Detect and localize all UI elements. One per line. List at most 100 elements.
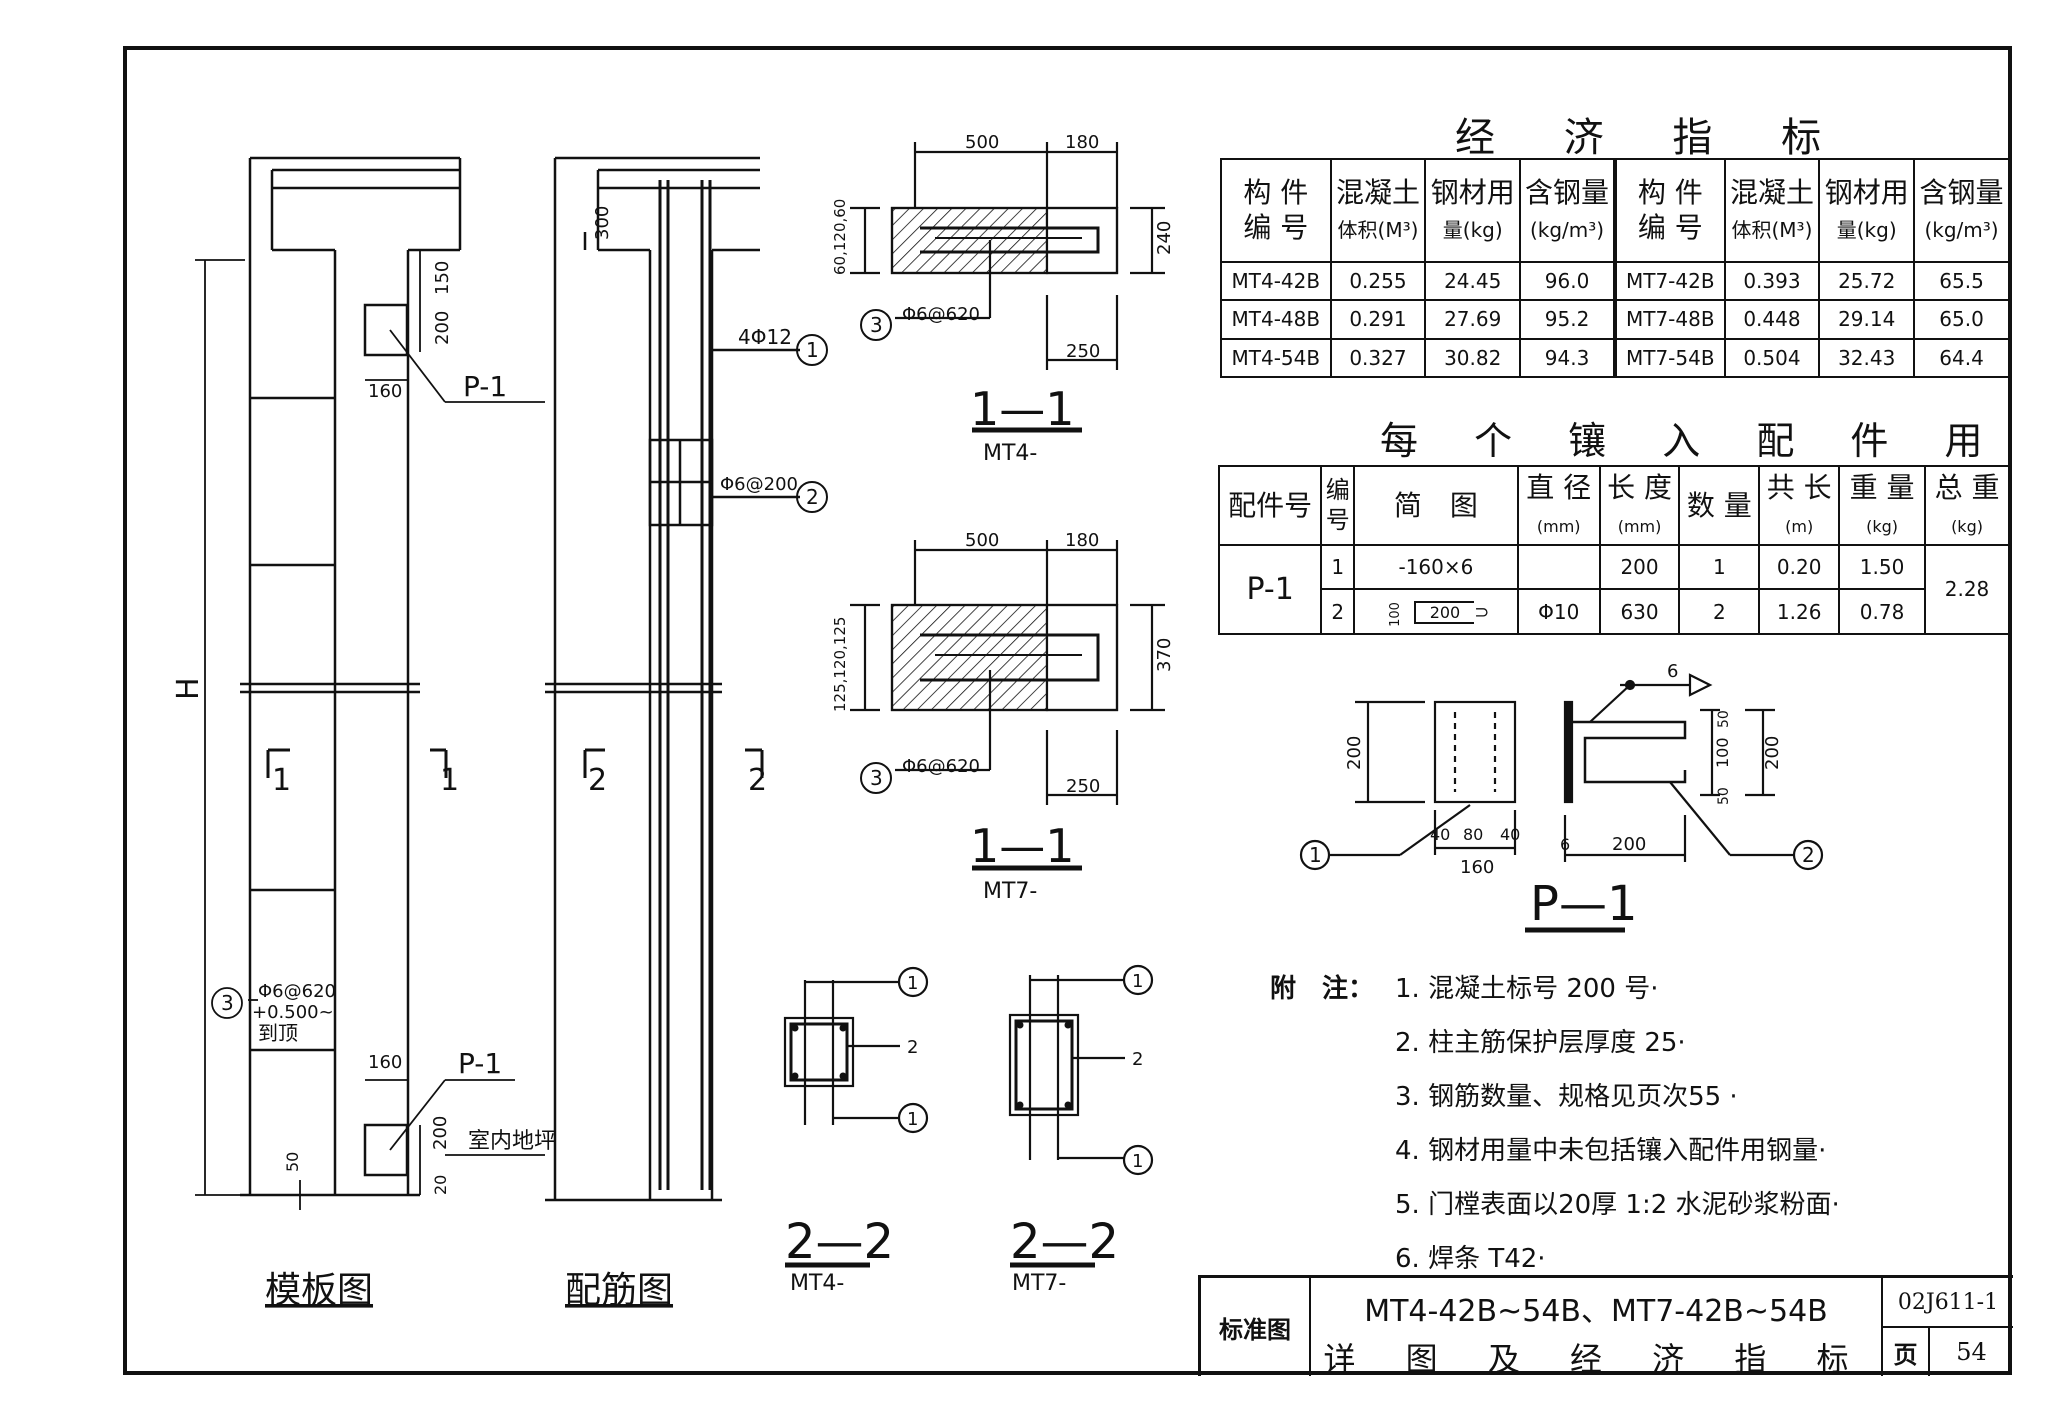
stirrup-note-3: 到顶 [258, 1021, 298, 1045]
p1-dim-80: 80 [1463, 825, 1483, 844]
notes-lead: 附 注： [1270, 974, 1375, 1004]
section-1-1-mt7 [850, 540, 1165, 871]
parts-total: 2.28 [1924, 543, 2010, 636]
parts-cell: 1.26 [1758, 588, 1841, 635]
s22-mt7-callout-1b: 1 [1132, 1151, 1143, 1172]
p1-dim-6: 6 [1667, 661, 1678, 682]
econ-cell: 96.0 [1519, 260, 1616, 302]
parts-cell: -160×6 [1353, 543, 1519, 591]
econ-cell: 0.393 [1723, 260, 1821, 302]
note-item: 5. 门樘表面以20厚 1:2 水泥砂浆粉面· [1395, 1190, 1840, 1220]
stirrup-note-1: Φ6@620 [258, 981, 336, 1002]
title-code: 02J611-1 [1883, 1278, 2013, 1328]
econ-head-cell: 混凝土体积(M³) [1723, 158, 1821, 263]
floor-label: 室内地坪 [468, 1129, 556, 1154]
s22-mt7-subtitle: MT7- [1012, 1271, 1066, 1296]
econ-cell: MT7-48B [1612, 299, 1726, 340]
section-mark-1b: 1 [440, 763, 459, 798]
parts-table: 配件号 编号 简 图 直 径(mm) 长 度(mm) 数 量 共 长(m) 重 … [1217, 465, 2010, 636]
parts-head-totwt: 总 重 [1934, 471, 2000, 505]
s22-mt4-subtitle: MT4- [790, 1271, 844, 1296]
note-item: 3. 钢筋数量、规格见页次55 · [1395, 1082, 1738, 1112]
mt4-dim-500: 500 [965, 132, 999, 153]
mt4-stirrup: Φ6@620 [902, 304, 980, 325]
econ-cell: 32.43 [1818, 337, 1916, 379]
p1-label-top: P-1 [463, 370, 507, 403]
dim-300: 300 [592, 206, 613, 240]
section-2-2-title-mt7: 2—2 [1010, 1214, 1119, 1270]
note-item: 6. 焊条 T42· [1395, 1244, 1546, 1274]
econ-head-top: 构 件 [1637, 176, 1703, 210]
mt7-subtitle: MT7- [983, 879, 1037, 904]
sheet-frame [123, 46, 2012, 1375]
parts-cell: 630 [1598, 588, 1681, 635]
s22-mt4-callout-1b: 1 [907, 1109, 918, 1130]
callout-2: 2 [806, 485, 819, 509]
p1-callout-1: 1 [1309, 843, 1322, 867]
econ-cell: 24.45 [1424, 260, 1522, 302]
mt7-dim-500: 500 [965, 530, 999, 551]
econ-cell: 0.327 [1329, 337, 1427, 379]
p1-dim-50b: 50 [1716, 787, 1732, 805]
parts-cell: 200 [1598, 543, 1681, 591]
note-item: 1. 混凝土标号 200 号· [1395, 974, 1659, 1004]
econ-head-cell: 构 件编 号 [1612, 158, 1726, 263]
dim-200: 200 [432, 311, 453, 345]
parts-head-dia: 直 径 [1526, 471, 1592, 505]
econ-cell: 0.291 [1329, 299, 1427, 340]
rebar-elevation [545, 156, 800, 1202]
parts-sketch-dim: 100 [1387, 602, 1403, 628]
title-line-1: MT4-42B~54B、MT7-42B~54B [1364, 1294, 1828, 1329]
notes-list: 1. 混凝土标号 200 号·2. 柱主筋保护层厚度 25·3. 钢筋数量、规格… [1395, 968, 1840, 1292]
econ-head-bottom: 编 号 [1243, 211, 1309, 245]
parts-cell: 2 [1320, 588, 1356, 635]
econ-head-top: 混凝土 [1335, 176, 1420, 210]
econ-table: 构 件编 号混凝土体积(M³)钢材用量(kg)含钢量(kg/m³)构 件编 号混… [1220, 158, 2010, 379]
econ-cell: MT4-42B [1220, 260, 1332, 302]
econ-head-top: 混凝土 [1729, 176, 1814, 210]
econ-cell: 0.448 [1723, 299, 1821, 340]
s22-mt4-callout-1: 1 [907, 973, 918, 994]
econ-head-top: 含钢量 [1919, 176, 2004, 210]
formwork-elevation [240, 156, 462, 1197]
p1-callout-2: 2 [1802, 843, 1815, 867]
parts-head-dia-unit: (mm) [1536, 517, 1581, 537]
p1-dim-6b: 6 [1560, 835, 1570, 854]
econ-head-top: 钢材用 [1430, 176, 1515, 210]
parts-head-wt-unit: (kg) [1866, 517, 1898, 537]
econ-head-cell: 钢材用量(kg) [1818, 158, 1916, 263]
econ-cell: MT7-42B [1612, 260, 1726, 302]
econ-head-cell: 构 件编 号 [1220, 158, 1332, 263]
econ-head-bottom: 量(kg) [1442, 218, 1503, 243]
note-item: 4. 钢材用量中未包括镶入配件用钢量· [1395, 1136, 1827, 1166]
bar-sketch-icon: 200 [1413, 601, 1475, 625]
econ-cell: 27.69 [1424, 299, 1522, 340]
parts-head-totlen-unit: (m) [1785, 517, 1814, 537]
section-mark-2b: 2 [748, 763, 767, 798]
econ-head-bottom: 编 号 [1637, 211, 1703, 245]
p1-title: P—1 [1530, 876, 1637, 932]
p1-dim-200c: 200 [1762, 736, 1783, 770]
parts-head-len: 长 度 [1607, 471, 1672, 505]
mt4-callout-3: 3 [870, 313, 883, 337]
econ-head-cell: 混凝土体积(M³) [1329, 158, 1427, 263]
econ-head-cell: 钢材用量(kg) [1424, 158, 1522, 263]
parts-cell: 0.78 [1838, 588, 1927, 635]
parts-cell: Φ10 [1516, 588, 1601, 635]
parts-sketch-cell: 100 200⊃ [1353, 588, 1519, 635]
parts-head-wt: 重 量 [1849, 471, 1915, 505]
econ-cell: 95.2 [1519, 299, 1616, 340]
dim-160b: 160 [368, 1052, 402, 1073]
section-mark-1a: 1 [272, 763, 291, 798]
parts-cell: 0.20 [1758, 543, 1841, 591]
height-dimension [195, 250, 545, 1210]
mt7-stirrup: Φ6@620 [902, 756, 980, 777]
p1-dim-40b: 40 [1500, 825, 1520, 844]
econ-cell: 65.0 [1913, 299, 2010, 340]
econ-cell: 29.14 [1818, 299, 1916, 340]
p1-dim-100: 100 [1713, 737, 1732, 768]
p1-dim-200b: 200 [1612, 834, 1646, 855]
econ-cell: 0.504 [1723, 337, 1821, 379]
